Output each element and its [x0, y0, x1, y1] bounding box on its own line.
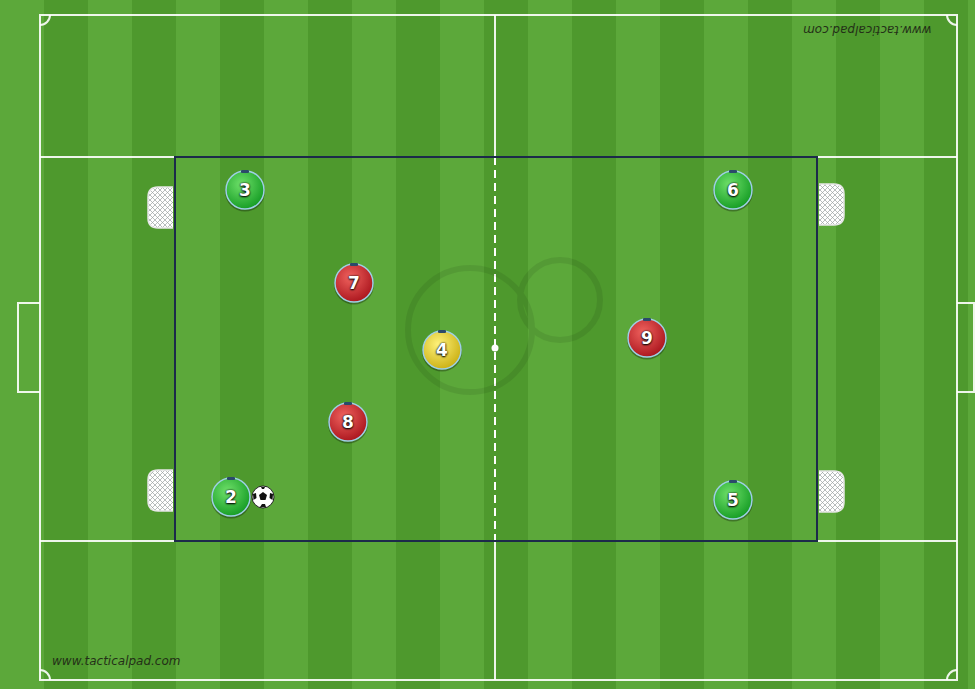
player-marker: 5	[713, 480, 753, 520]
mini-goals	[148, 184, 844, 512]
ball	[252, 486, 274, 508]
pitch-lines	[18, 15, 974, 680]
player-number: 9	[627, 318, 667, 358]
player-number: 8	[328, 402, 368, 442]
player-number: 5	[713, 480, 753, 520]
player-marker: 8	[328, 402, 368, 442]
watermark: www.tacticalpad.com	[52, 654, 181, 668]
practice-area	[175, 157, 817, 541]
player-marker: 7	[334, 263, 374, 303]
centre-spot	[492, 345, 499, 352]
player-marker: 3	[225, 170, 265, 210]
player-number: 6	[713, 170, 753, 210]
player-number: 3	[225, 170, 265, 210]
player-marker: 2	[211, 477, 251, 517]
player-number: 7	[334, 263, 374, 303]
watermark: www.tacticalpad.com	[803, 23, 932, 37]
player-number: 4	[422, 330, 462, 370]
player-marker: 6	[713, 170, 753, 210]
player-marker: 4	[422, 330, 462, 370]
player-marker: 9	[627, 318, 667, 358]
player-number: 2	[211, 477, 251, 517]
logo-watermark	[408, 260, 600, 392]
